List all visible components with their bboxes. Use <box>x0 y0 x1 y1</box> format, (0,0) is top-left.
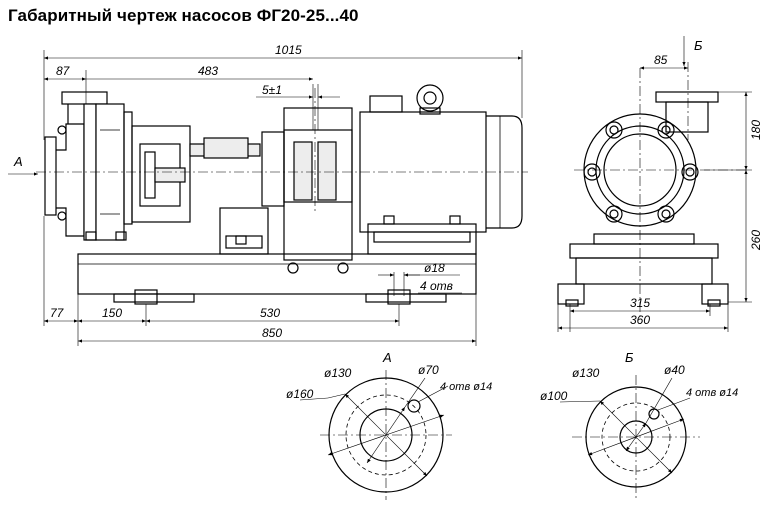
flange-b-label: Б <box>625 350 634 365</box>
dim-overall-length: 1015 <box>275 43 302 57</box>
side-view: А 1015 87 483 5±1 77 150 <box>8 43 528 346</box>
hex-nut-icon <box>583 121 699 223</box>
dim-hole-spacing: 530 <box>260 306 280 320</box>
motor <box>359 84 523 255</box>
dim-first-hole-offset: 150 <box>102 306 122 320</box>
drawing-title: Габаритный чертеж насосов ФГ20-25...40 <box>8 6 359 25</box>
view-marker-a: А <box>13 154 23 169</box>
bearing-housing <box>131 125 191 223</box>
base-frame <box>77 253 477 295</box>
outlet-flange <box>655 91 719 103</box>
flange-b-outer: ø100 <box>540 389 568 403</box>
dim-outlet-height: 180 <box>749 120 763 140</box>
base-feet <box>113 289 447 305</box>
flange-a-outer: ø160 <box>286 387 314 401</box>
hex-nut-icon <box>57 125 461 274</box>
dim-base-width: 360 <box>630 313 650 327</box>
flange-a-holes: 4 отв ø14 <box>440 381 492 393</box>
lifting-eye-icon <box>416 84 444 112</box>
end-view: Б 85 180 260 315 360 <box>557 36 763 332</box>
arrow-b-icon: Б <box>682 36 703 66</box>
flange-b-view: Б ø130 ø40 ø100 4 отв ø14 <box>540 350 738 500</box>
dim-base-length: 850 <box>262 326 282 340</box>
side-dimensions: 1015 87 483 5±1 77 150 530 850 <box>43 43 523 346</box>
dim-coupling-gap: 5±1 <box>262 83 282 97</box>
terminal-box <box>369 95 403 113</box>
dim-foot-spacing: 315 <box>630 296 650 310</box>
dim-outlet-offset: 85 <box>654 53 668 67</box>
dim-base-left-overhang: 77 <box>50 306 65 320</box>
pedestal-left <box>219 207 269 255</box>
coupling-guard <box>261 88 353 261</box>
dim-inlet-offset: 87 <box>56 64 71 78</box>
dim-bolt-hole-diameter: ø18 <box>424 261 445 275</box>
dim-axis-height: 260 <box>749 230 763 251</box>
flange-b-bolt-circle: ø130 <box>572 366 600 380</box>
flange-a-bore: ø70 <box>418 363 439 377</box>
dim-to-coupling: 483 <box>198 64 218 78</box>
flange-a-bolt-circle: ø130 <box>324 366 352 380</box>
arrow-a-icon: А <box>8 154 38 176</box>
view-marker-b: Б <box>694 38 703 53</box>
shaft-key <box>203 137 249 159</box>
flange-a-label: А <box>382 350 392 365</box>
flange-b-holes: 4 отв ø14 <box>686 387 738 399</box>
dim-bolt-hole-count: 4 отв <box>420 279 453 293</box>
flange-b-bore: ø40 <box>664 363 685 377</box>
flange-a-view: А ø130 ø70 ø160 4 отв ø14 <box>286 350 492 500</box>
